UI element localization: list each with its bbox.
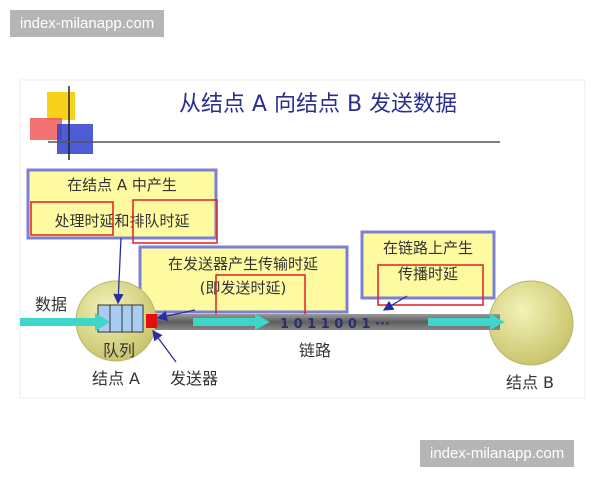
callout-node-delay: 在结点 A 中产生 处理时延和排队时延 [26,168,218,244]
label-data: 数据 [35,295,67,314]
highlight-processing-delay [30,201,114,236]
svg-text:传播时延: 传播时延 [398,265,458,283]
callout-transmission-delay: 在发送器产生传输时延 (即发送时延) [138,245,349,321]
svg-text:在链路上产生: 在链路上产生 [383,239,473,257]
svg-text:处理时延和排队时延: 处理时延和排队时延 [54,212,189,230]
label-sender: 发送器 [170,369,218,388]
label-node-a: 结点 A [92,369,140,388]
sender [146,314,157,328]
slide-logo [30,86,500,160]
svg-text:在结点 A 中产生: 在结点 A 中产生 [67,176,177,194]
watermark-bottom: index-milanapp.com [420,440,575,467]
callout-propagation-delay: 在链路上产生 传播时延 [360,230,496,306]
queue [97,304,144,333]
svg-text:在发送器产生传输时延: 在发送器产生传输时延 [168,255,318,273]
pointer-lines [113,237,408,363]
label-node-b: 结点 B [506,373,554,392]
slide-title: 从结点 A 向结点 B 发送数据 [179,92,457,117]
bit-stream: 1 0 1 1 0 0 1 ··· [280,317,390,332]
label-link: 链路 [299,341,331,360]
svg-text:(即发送时延): (即发送时延) [200,279,287,297]
watermark-top: index-milanapp.com [10,10,165,37]
highlight-propagation-delay [377,264,484,306]
data-flow-arrows [20,313,505,331]
highlight-queuing-delay [132,199,218,244]
label-queue: 队列 [103,341,135,360]
